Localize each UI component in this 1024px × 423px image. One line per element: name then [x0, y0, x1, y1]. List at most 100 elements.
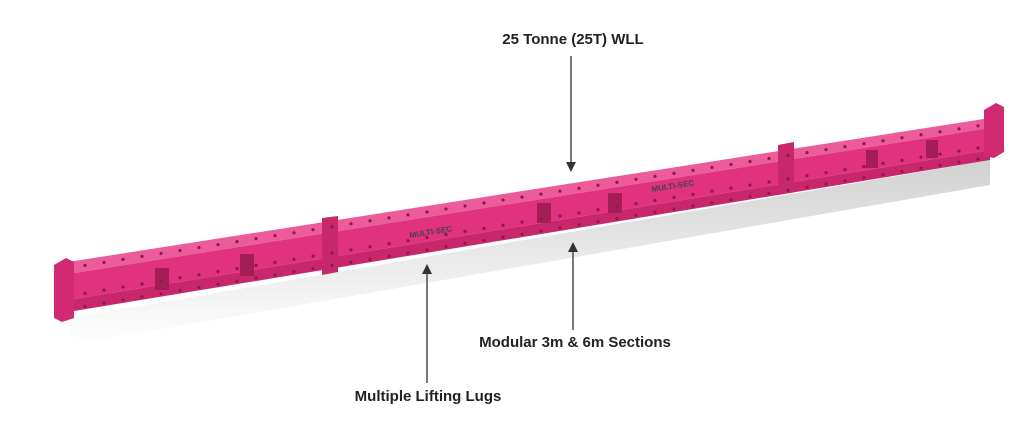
bolt-hole: [368, 219, 372, 223]
bolt-hole: [805, 150, 809, 155]
stiffener: [926, 140, 938, 158]
stiffener: [608, 193, 622, 213]
bolt-hole: [672, 171, 676, 175]
bolt-hole: [539, 217, 543, 221]
bolt-hole: [311, 228, 315, 232]
left-end-plate: [54, 258, 74, 322]
bolt-hole: [957, 160, 961, 164]
bolt-hole: [387, 254, 391, 258]
bolt-hole: [140, 254, 144, 259]
bolt-hole: [102, 301, 106, 305]
bolt-hole: [691, 192, 695, 196]
bolt-hole: [919, 155, 923, 159]
bolt-hole: [881, 161, 885, 166]
bolt-hole: [292, 257, 296, 261]
bolt-hole: [349, 260, 353, 264]
bolt-hole: [976, 146, 980, 150]
bolt-hole: [425, 235, 429, 240]
bolt-hole: [900, 169, 904, 174]
bolt-hole: [292, 231, 296, 235]
bolt-hole: [368, 257, 372, 261]
bolt-hole: [824, 148, 828, 152]
bolt-hole: [843, 145, 847, 149]
bolt-hole: [539, 229, 543, 233]
bolt-hole: [178, 276, 182, 280]
annotation-lugs: Multiple Lifting Lugs: [354, 388, 502, 405]
bolt-hole: [368, 245, 372, 249]
bolt-hole: [862, 176, 866, 180]
bolt-hole: [862, 142, 866, 146]
bolt-hole: [444, 232, 448, 237]
bolt-hole: [501, 198, 505, 202]
bolt-hole: [235, 279, 239, 283]
bolt-hole: [729, 198, 733, 202]
bolt-hole: [976, 157, 980, 161]
bolt-hole: [691, 204, 695, 208]
bolt-hole: [425, 248, 429, 252]
bolt-hole: [938, 163, 942, 167]
bolt-hole: [843, 179, 847, 183]
stiffener: [537, 203, 551, 223]
bolt-hole: [634, 213, 638, 217]
bolt-hole: [919, 133, 923, 137]
bolt-hole: [349, 222, 353, 226]
section-joint: [322, 216, 338, 275]
bolt-hole: [330, 225, 334, 229]
bolt-hole: [748, 159, 752, 164]
bolt-hole: [767, 191, 771, 196]
bolt-hole: [349, 248, 353, 252]
bolt-hole: [615, 205, 619, 209]
bolt-hole: [83, 263, 87, 267]
bolt-hole: [653, 198, 657, 203]
bolt-hole: [596, 220, 600, 224]
bolt-hole: [273, 234, 277, 238]
bolt-hole: [311, 267, 315, 271]
section-joint: [778, 142, 794, 195]
bolt-hole: [558, 226, 562, 230]
bolt-hole: [406, 213, 410, 217]
bolt-hole: [881, 173, 885, 177]
bolt-hole: [938, 130, 942, 134]
bolt-hole: [463, 241, 467, 246]
bolt-hole: [862, 164, 866, 169]
bolt-hole: [159, 292, 163, 296]
bolt-hole: [444, 207, 448, 211]
bolt-hole: [482, 201, 486, 205]
bolt-hole: [558, 214, 562, 218]
bolt-hole: [748, 183, 752, 187]
bolt-hole: [482, 226, 486, 230]
arrowhead-down-icon: [566, 162, 576, 172]
bolt-hole: [805, 185, 809, 189]
bolt-hole: [330, 263, 334, 268]
bolt-hole: [102, 260, 106, 264]
bolt-hole: [919, 166, 923, 170]
stiffener: [866, 150, 878, 168]
bolt-hole: [520, 220, 524, 224]
bolt-hole: [121, 298, 125, 302]
bolt-hole: [235, 266, 239, 271]
bolt-hole: [710, 165, 714, 170]
bolt-hole: [501, 235, 505, 239]
beam-top-flange: [68, 118, 990, 274]
arrowhead-up-icon: [422, 264, 432, 274]
bolt-hole: [957, 127, 961, 131]
bolt-hole: [577, 223, 581, 227]
annotation-sections: Modular 3m & 6m Sections: [479, 334, 671, 351]
bolt-hole: [596, 208, 600, 212]
bolt-hole: [558, 189, 562, 193]
stiffener: [240, 254, 254, 276]
bolt-hole: [729, 186, 733, 190]
bolt-hole: [900, 136, 904, 140]
bolt-hole: [501, 223, 505, 227]
stiffener: [155, 268, 169, 290]
bolt-hole: [520, 232, 524, 236]
bolt-hole: [767, 156, 771, 161]
bolt-hole: [387, 216, 391, 220]
bolt-hole: [292, 270, 296, 274]
bolt-hole: [805, 174, 809, 178]
bolt-hole: [539, 192, 543, 196]
bolt-hole: [83, 304, 87, 308]
bolt-hole: [159, 279, 163, 283]
bolt-hole: [463, 229, 467, 234]
